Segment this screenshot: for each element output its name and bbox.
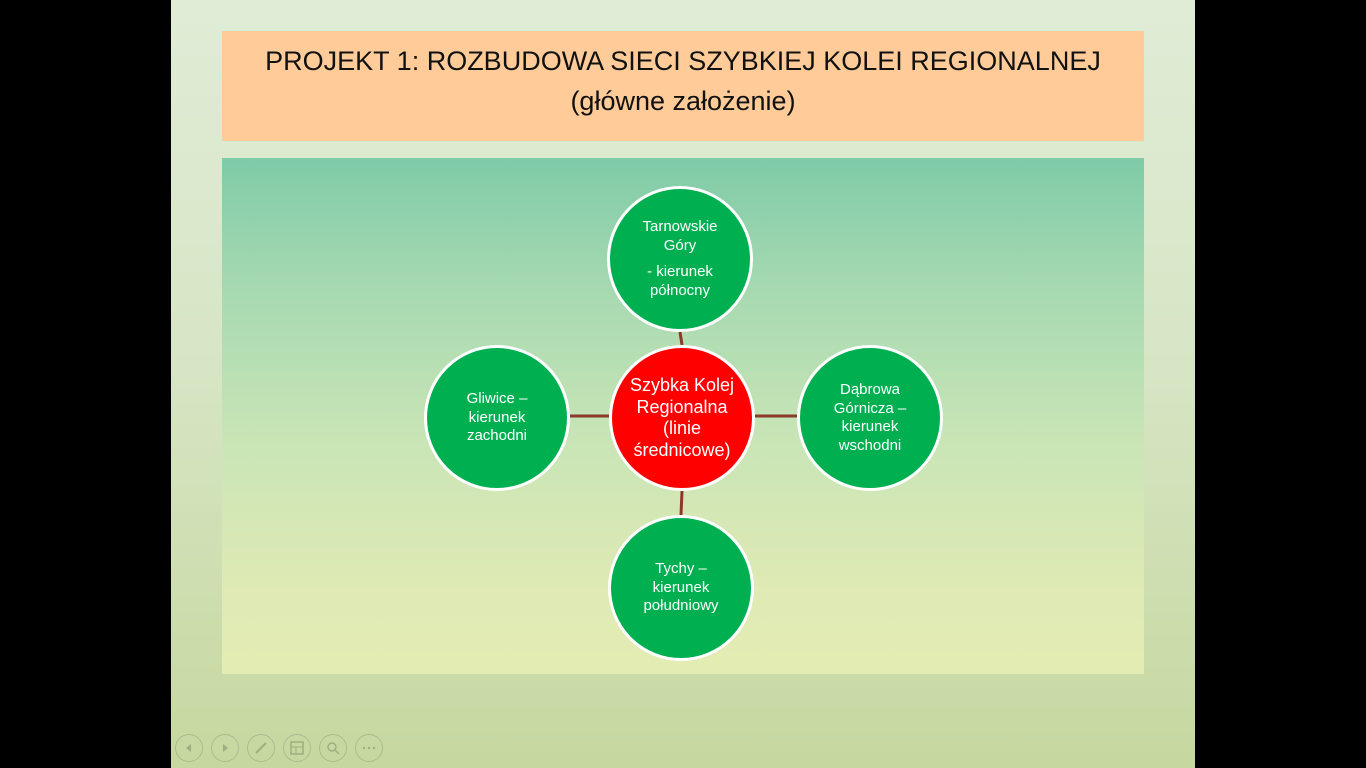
previous-slide-icon — [186, 744, 191, 752]
more-options-button[interactable] — [355, 734, 383, 762]
see-all-slides-icon — [290, 741, 304, 755]
node-text-line: Regionalna — [636, 396, 728, 417]
node-dabrowa-gornicza: Dąbrowa Górnicza – kierunek wschodni — [797, 345, 943, 491]
node-text-line: Górnicza – — [833, 399, 907, 417]
node-text-line: średnicowe) — [633, 439, 731, 460]
node-text-line: Góry — [663, 236, 697, 254]
node-text-line: Tarnowskie — [642, 218, 718, 235]
zoom-button[interactable] — [319, 734, 347, 762]
node-text-line: południowy — [643, 597, 719, 615]
slide: PROJEKT 1: ROZBUDOWA SIECI SZYBKIEJ KOLE… — [171, 0, 1195, 768]
slide-title-line-1: PROJEKT 1: ROZBUDOWA SIECI SZYBKIEJ KOLE… — [265, 46, 1101, 76]
node-text-line: Szybka Kolej — [629, 375, 735, 395]
zoom-icon — [327, 742, 340, 755]
node-tychy: Tychy – kierunek południowy — [608, 515, 754, 661]
node-text-line: Tychy – — [655, 560, 707, 578]
connector-south — [679, 490, 684, 516]
node-text-line: kierunek — [841, 418, 899, 435]
see-all-slides-button[interactable] — [283, 734, 311, 762]
slide-title: PROJEKT 1: ROZBUDOWA SIECI SZYBKIEJ KOLE… — [222, 31, 1144, 141]
slideshow-controls — [175, 734, 383, 764]
node-text-line: zachodni — [466, 427, 528, 445]
next-slide-icon — [223, 744, 228, 752]
node-text-line: Gliwice – — [466, 390, 528, 408]
node-text-line: kierunek — [468, 408, 526, 426]
more-options-icon — [362, 746, 376, 750]
slide-title-line-2: (główne założenie) — [570, 86, 796, 116]
node-text-line: północny — [649, 281, 711, 299]
diagram-connectors — [570, 331, 797, 516]
node-text-line: wschodni — [838, 436, 902, 454]
node-szybka-kolej-regionalna: Szybka Kolej Regionalna (linie średnicow… — [609, 345, 755, 491]
node-text-line: kierunek — [652, 578, 710, 596]
node-text-line: - kierunek — [647, 263, 713, 280]
pen-button[interactable] — [247, 734, 275, 762]
connector-north — [678, 331, 684, 346]
pen-icon — [255, 742, 267, 754]
node-gliwice: Gliwice – kierunek zachodni — [424, 345, 570, 491]
node-text-line: Dąbrowa — [839, 381, 901, 398]
next-slide-button[interactable] — [211, 734, 239, 762]
previous-slide-button[interactable] — [175, 734, 203, 762]
node-tarnowskie-gory: Tarnowskie Góry - kierunek północny — [607, 186, 753, 332]
diagram-area: Tarnowskie Góry - kierunek północny Szyb… — [222, 158, 1144, 674]
node-text-line: (linie — [662, 418, 701, 438]
